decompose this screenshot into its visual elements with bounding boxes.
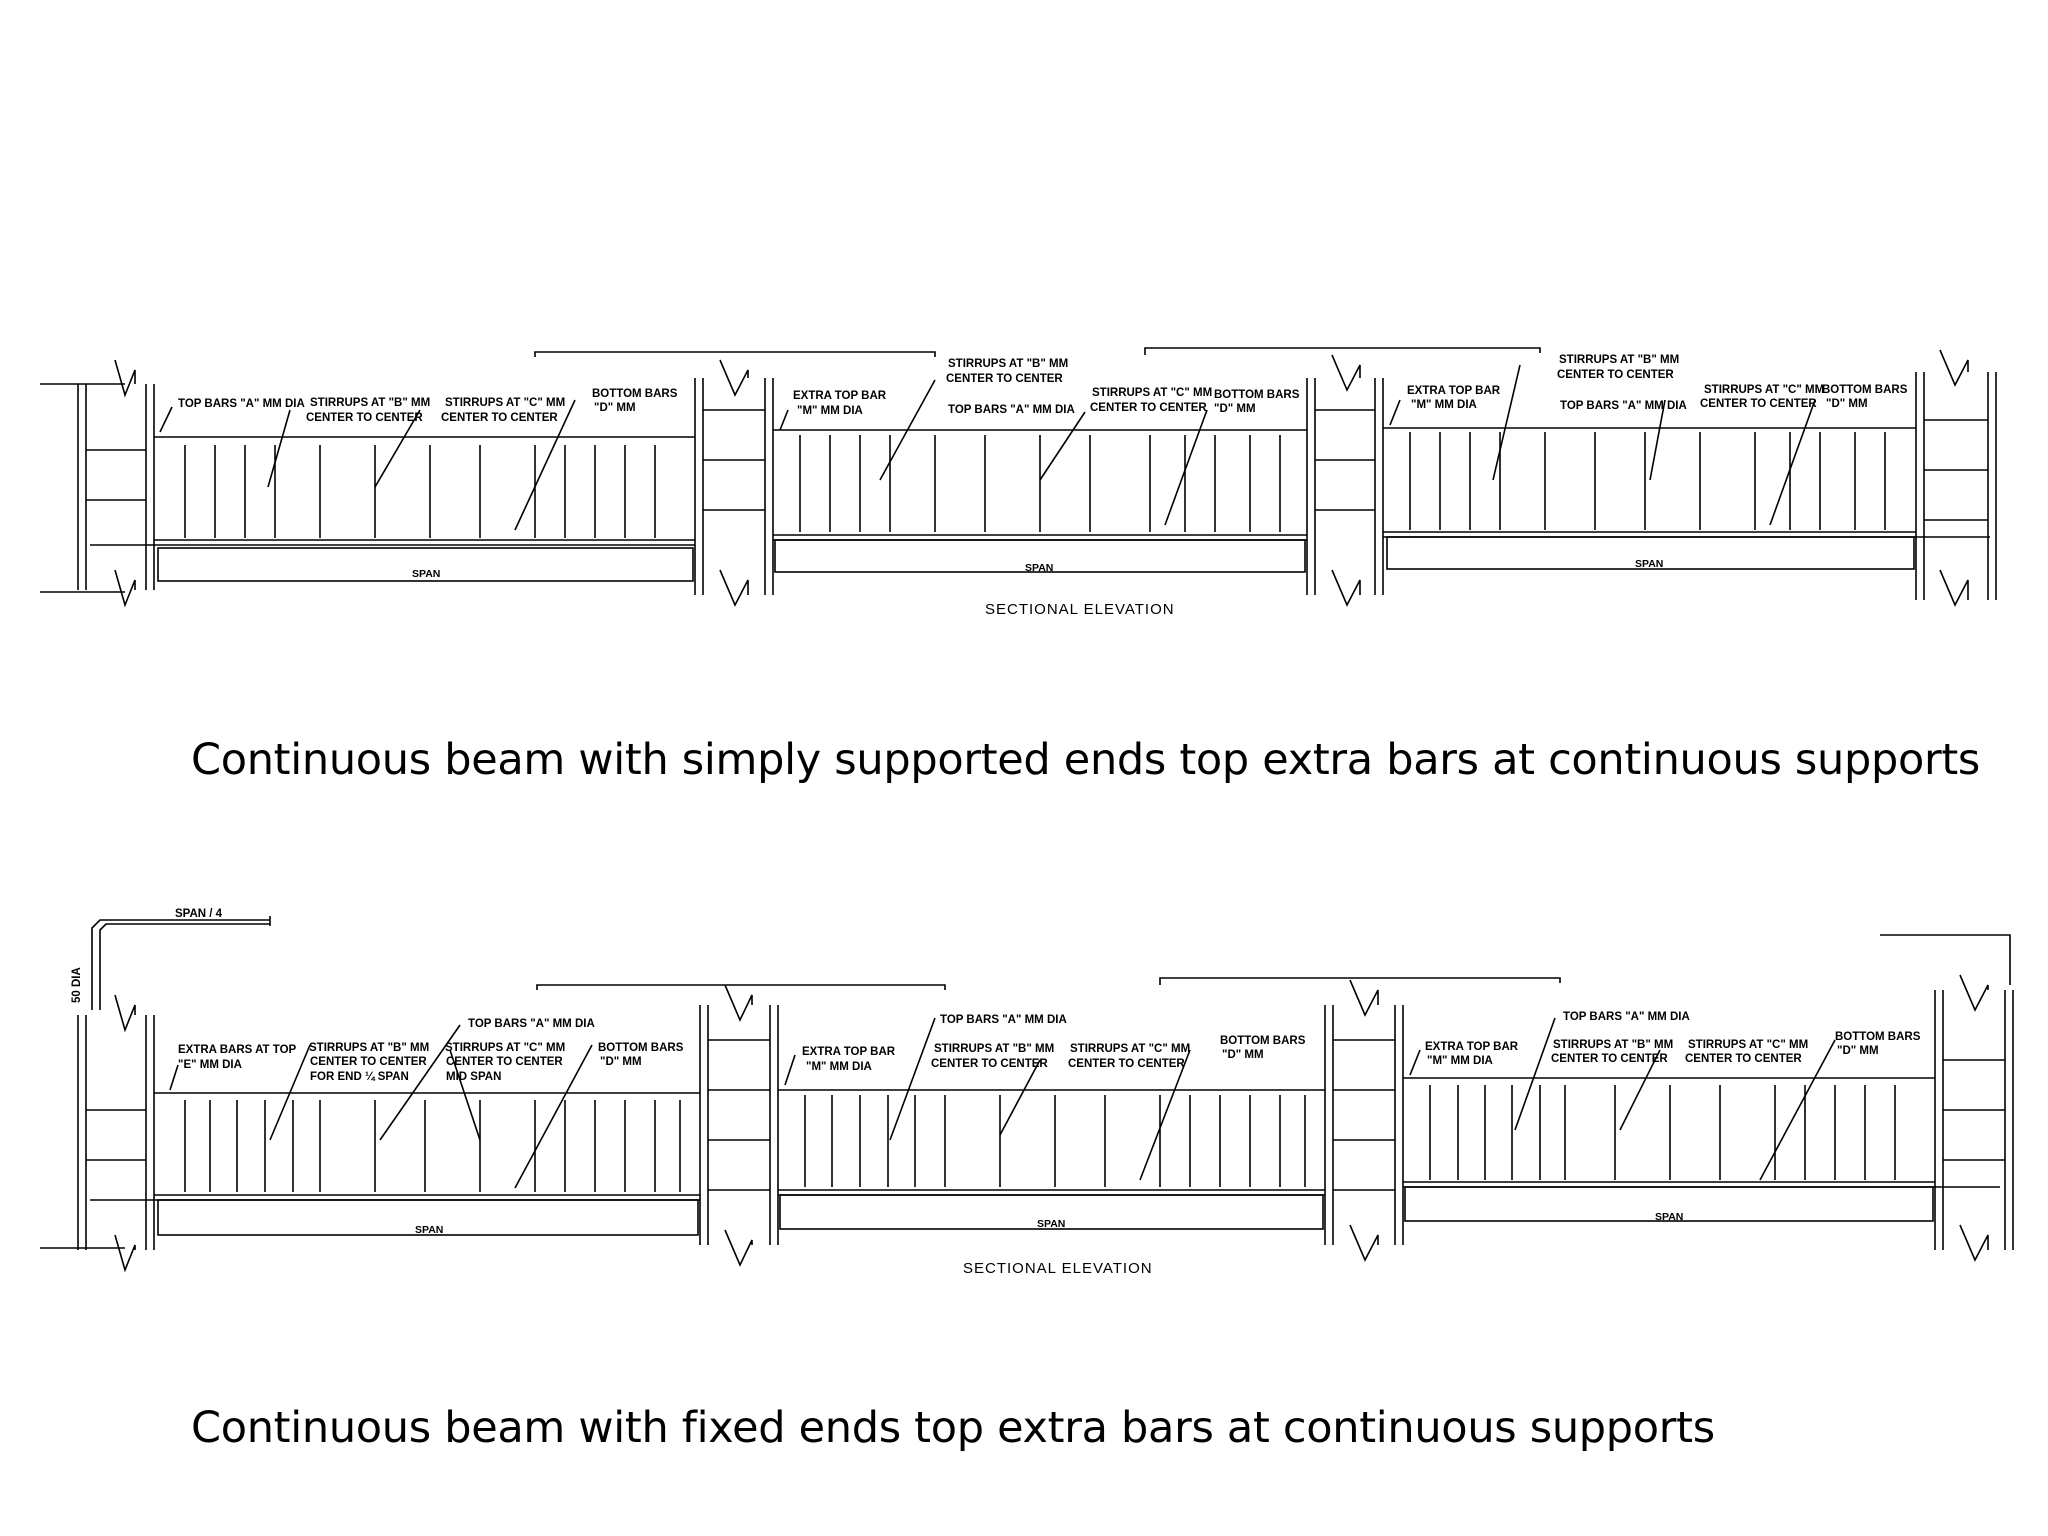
caption-simply-supported: Continuous beam with simply supported en… xyxy=(191,735,1981,785)
label-bottom-bars: BOTTOM BARS xyxy=(592,388,678,400)
label-top-bars-right: TOP BARS "A" MM DIA xyxy=(1563,1011,1690,1023)
label-extra-top-bar: EXTRA TOP BAR xyxy=(793,390,887,402)
label-stirrups-b-right-line2: CENTER TO CENTER xyxy=(1557,369,1674,381)
label-top-bars-mid: TOP BARS "A" MM DIA xyxy=(940,1014,1067,1026)
label-bottom-bars-mid: BOTTOM BARS xyxy=(1214,389,1300,401)
label-bottom-bars-mid: BOTTOM BARS xyxy=(1220,1035,1306,1047)
label-extra-top-bar: EXTRA TOP BAR xyxy=(802,1046,896,1058)
span-label-2: SPAN xyxy=(1025,562,1053,574)
label-stirrups-b-line2: CENTER TO CENTER xyxy=(306,412,423,424)
caption-fixed-ends: Continuous beam with fixed ends top extr… xyxy=(191,1403,1715,1453)
label-stirrups-c: STIRRUPS AT "C" MM xyxy=(445,397,565,409)
label-bottom-bars-line2: "D" MM xyxy=(600,1056,642,1068)
label-extra-top-bar-right: EXTRA TOP BAR xyxy=(1425,1041,1519,1053)
drawing2-labels: SPAN / 4 50 DIA EXTRA BARS AT TOP "E" MM… xyxy=(71,908,1921,1277)
label-50-dia: 50 DIA xyxy=(71,967,83,1003)
label-stirrups-b-line2: CENTER TO CENTER xyxy=(310,1056,427,1068)
label-stirrups-b-right-line2: CENTER TO CENTER xyxy=(1551,1053,1668,1065)
label-top-bars: TOP BARS "A" MM DIA xyxy=(178,398,305,410)
sectional-elevation-title: SECTIONAL ELEVATION xyxy=(963,1260,1153,1277)
label-extra-bars-top: EXTRA BARS AT TOP xyxy=(178,1044,297,1056)
label-extra-top-bar-line2: "M" MM DIA xyxy=(806,1061,872,1073)
span-label-2: SPAN xyxy=(1037,1218,1065,1230)
label-stirrups-b-mid: STIRRUPS AT "B" MM xyxy=(934,1043,1054,1055)
label-top-bars: TOP BARS "A" MM DIA xyxy=(468,1018,595,1030)
label-stirrups-c-right: STIRRUPS AT "C" MM xyxy=(1688,1039,1808,1051)
label-stirrups-b-mid-line2: CENTER TO CENTER xyxy=(931,1058,1048,1070)
span-label-3: SPAN xyxy=(1655,1211,1683,1223)
label-stirrups-b: STIRRUPS AT "B" MM xyxy=(309,1042,429,1054)
sectional-elevation-title: SECTIONAL ELEVATION xyxy=(985,601,1175,618)
span-label-1: SPAN xyxy=(415,1224,443,1236)
label-stirrups-c-right-line2: CENTER TO CENTER xyxy=(1685,1053,1802,1065)
label-bottom-bars-mid-line2: "D" MM xyxy=(1222,1049,1264,1061)
label-stirrups-b-mid: STIRRUPS AT "B" MM xyxy=(948,358,1068,370)
span-label-3: SPAN xyxy=(1635,558,1663,570)
beam-elevation-drawing-simply-supported: TOP BARS "A" MM DIA STIRRUPS AT "B" MM C… xyxy=(40,347,1997,618)
drawing1-labels: TOP BARS "A" MM DIA STIRRUPS AT "B" MM C… xyxy=(178,354,1908,618)
label-stirrups-b: STIRRUPS AT "B" MM xyxy=(310,397,430,409)
label-extra-top-bar-right-line2: "M" MM DIA xyxy=(1411,399,1477,411)
label-stirrups-b-line3: FOR END ¼ SPAN xyxy=(310,1071,409,1083)
beam-outline-fixed xyxy=(40,916,2014,1273)
beam-outline xyxy=(40,347,1997,608)
label-stirrups-c: STIRRUPS AT "C" MM xyxy=(445,1042,565,1054)
label-span-quarter: SPAN / 4 xyxy=(175,908,223,920)
label-stirrups-b-right: STIRRUPS AT "B" MM xyxy=(1553,1039,1673,1051)
label-stirrups-c-mid: STIRRUPS AT "C" MM xyxy=(1070,1043,1190,1055)
label-extra-top-bar-line2: "M" MM DIA xyxy=(797,405,863,417)
label-top-bars-mid: TOP BARS "A" MM DIA xyxy=(948,404,1075,416)
label-stirrups-b-mid-line2: CENTER TO CENTER xyxy=(946,373,1063,385)
span-label-1: SPAN xyxy=(412,568,440,580)
label-bottom-bars: BOTTOM BARS xyxy=(598,1042,684,1054)
label-extra-bars-top-line2: "E" MM DIA xyxy=(178,1059,242,1071)
label-stirrups-c-line3: MID SPAN xyxy=(446,1071,501,1083)
label-bottom-bars-right: BOTTOM BARS xyxy=(1835,1031,1921,1043)
label-stirrups-c-mid-line2: CENTER TO CENTER xyxy=(1090,402,1207,414)
beam-elevation-drawing-fixed-ends: SPAN / 4 50 DIA EXTRA BARS AT TOP "E" MM… xyxy=(40,908,2014,1277)
label-stirrups-c-line2: CENTER TO CENTER xyxy=(446,1056,563,1068)
label-extra-top-bar-right-line2: "M" MM DIA xyxy=(1427,1055,1493,1067)
label-bottom-bars-mid-line2: "D" MM xyxy=(1214,403,1256,415)
label-bottom-bars-right: BOTTOM BARS xyxy=(1822,384,1908,396)
label-stirrups-b-right: STIRRUPS AT "B" MM xyxy=(1559,354,1679,366)
label-bottom-bars-right-line2: "D" MM xyxy=(1837,1045,1879,1057)
label-stirrups-c-mid-line2: CENTER TO CENTER xyxy=(1068,1058,1185,1070)
label-stirrups-c-right-line2: CENTER TO CENTER xyxy=(1700,398,1817,410)
label-stirrups-c-line2: CENTER TO CENTER xyxy=(441,412,558,424)
label-stirrups-c-right: STIRRUPS AT "C" MM xyxy=(1704,384,1824,396)
label-top-bars-right: TOP BARS "A" MM DIA xyxy=(1560,400,1687,412)
label-bottom-bars-line2: "D" MM xyxy=(594,402,636,414)
label-bottom-bars-right-line2: "D" MM xyxy=(1826,398,1868,410)
label-stirrups-c-mid: STIRRUPS AT "C" MM xyxy=(1092,387,1212,399)
label-extra-top-bar-right: EXTRA TOP BAR xyxy=(1407,385,1501,397)
